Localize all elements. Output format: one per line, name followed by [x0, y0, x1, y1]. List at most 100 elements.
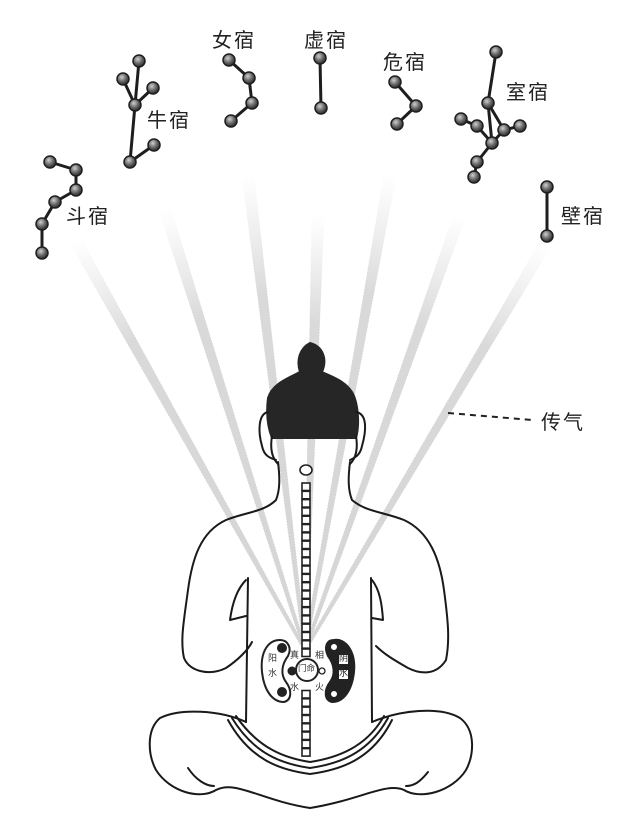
label-yang-shui: 水 [268, 669, 278, 679]
spine-top-oval [299, 464, 313, 476]
star-icon [116, 72, 130, 86]
vertebra [301, 614, 311, 625]
qi-ray [303, 212, 467, 651]
star-icon [467, 170, 481, 184]
vertebra [301, 639, 311, 650]
vertebra [301, 714, 311, 724]
qi-leader-line [447, 412, 533, 421]
constellation-nü [222, 53, 259, 128]
star-icon [43, 155, 57, 169]
star-icon [146, 81, 160, 95]
constellation-niu [116, 54, 161, 169]
qi-ray [69, 236, 307, 651]
xianghuo-dot [318, 667, 326, 675]
left-ear [258, 411, 277, 461]
constellation-wei [388, 75, 423, 131]
vertebra [301, 556, 311, 567]
vertebra [301, 482, 311, 492]
vertebra [301, 747, 311, 757]
label-yin-shui: 水 [339, 669, 349, 679]
vertebra [301, 523, 311, 533]
star-icon [540, 180, 554, 194]
constellation-bi [540, 180, 554, 243]
star-icon [470, 155, 484, 169]
star-icon [242, 71, 256, 85]
label-zhen: 真 [290, 651, 300, 661]
star-icon [222, 53, 236, 67]
star-icon [48, 195, 62, 209]
star-icon [35, 246, 49, 260]
vertebra [301, 581, 311, 591]
constellations [35, 45, 554, 260]
star-icon [470, 119, 484, 133]
meditating-figure [148, 342, 473, 809]
vertebra [301, 540, 311, 550]
star-icon [454, 112, 468, 126]
spine-column [299, 464, 313, 757]
star-icon [35, 217, 49, 231]
star-icon [390, 117, 404, 131]
vertebra [301, 722, 311, 733]
vertebra [301, 623, 311, 633]
label-mingmen: 门命 [298, 664, 316, 674]
star-icon [313, 51, 327, 65]
vertebra [301, 598, 311, 608]
vertebra [301, 548, 311, 558]
vertebra [301, 689, 311, 699]
star-icon [388, 75, 402, 89]
vertebra [301, 515, 311, 525]
label-nu-constellation: 女宿 [212, 28, 256, 52]
vertebra [301, 648, 311, 658]
star-icon [69, 163, 83, 177]
left-kidney-yang [260, 638, 292, 704]
label-xiang: 相 [315, 651, 325, 661]
vertebra [301, 498, 311, 508]
vertebra [301, 631, 311, 641]
star-icon [69, 183, 83, 197]
vertebra [301, 731, 311, 741]
vertebra [301, 507, 311, 517]
label-dou-constellation: 斗宿 [66, 204, 110, 228]
star-icon [245, 96, 259, 110]
vertebra [301, 606, 311, 616]
star-icon [485, 136, 499, 150]
star-icon [224, 114, 238, 128]
label-bi-constellation: 壁宿 [561, 204, 605, 228]
star-icon [147, 138, 161, 152]
vertebra [301, 706, 311, 716]
label-wei-constellation: 危宿 [383, 50, 427, 74]
right-ear [349, 411, 367, 461]
label-shui: 水 [290, 683, 300, 693]
star-icon [540, 229, 554, 243]
label-huo: 火 [315, 683, 325, 693]
label-niu-constellation: 牛宿 [147, 108, 191, 132]
vertebra [301, 531, 311, 542]
star-icon [497, 123, 511, 137]
hair-icon [266, 342, 360, 439]
star-icon [489, 45, 503, 59]
label-chuanqi: 传气 [541, 410, 585, 434]
zhenshui-dot [287, 666, 297, 676]
constellation-dou [35, 155, 83, 260]
vertebra [301, 565, 311, 575]
vertebra [301, 590, 311, 600]
vertebra [301, 573, 311, 583]
label-shi-constellation: 室宿 [506, 80, 550, 104]
qi-ray [303, 241, 551, 651]
star-icon [132, 54, 146, 68]
label-xu-constellation: 虚宿 [304, 28, 348, 52]
label-yin: 阴 [339, 654, 349, 664]
vertebra [301, 490, 311, 500]
vertebra [301, 697, 311, 708]
star-icon [513, 119, 527, 133]
star-icon [123, 155, 137, 169]
star-icon [314, 101, 328, 115]
star-icon [409, 99, 423, 113]
star-icon [128, 98, 142, 112]
star-icon [481, 96, 495, 110]
qi-ray [158, 208, 307, 651]
constellation-xu [313, 51, 328, 115]
vertebra [301, 739, 311, 749]
constellation-shi [454, 45, 527, 184]
